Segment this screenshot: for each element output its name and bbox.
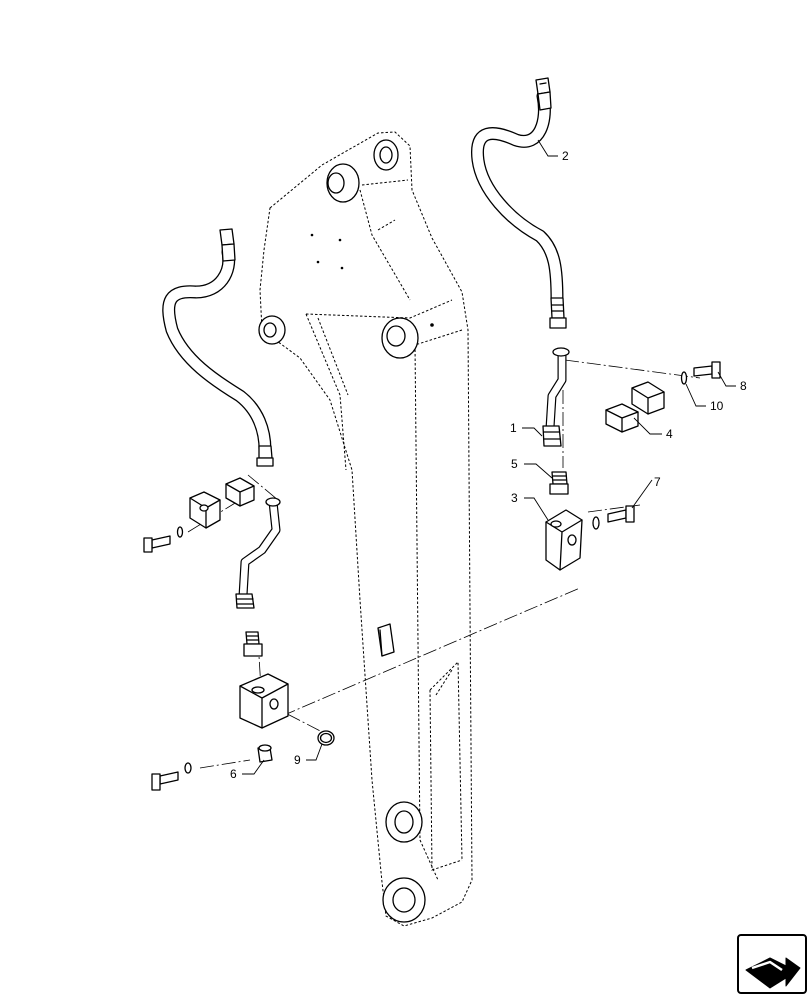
callout-8: 8 [740, 379, 747, 393]
hose-right [471, 77, 567, 329]
tube-left [235, 497, 281, 609]
boom-foot-pin-hole [258, 315, 286, 345]
boom-lower-pin-hole [385, 801, 423, 843]
next-page-arrow-icon[interactable] [737, 934, 807, 994]
bolt-left-lower [151, 762, 192, 791]
clamp-right [605, 381, 665, 433]
bolt-right-lower [592, 505, 635, 530]
clamp-left [189, 477, 255, 529]
block-left [239, 673, 289, 729]
adapter-fitting-right [549, 471, 569, 495]
bolt-right-upper [680, 361, 721, 385]
o-ring [317, 730, 335, 746]
alignment-lines [187, 359, 701, 769]
block-right [545, 509, 583, 571]
callout-6: 6 [230, 767, 237, 781]
callout-9: 9 [294, 753, 301, 767]
boom-end-pin-hole [382, 877, 426, 923]
callout-2: 2 [562, 149, 569, 163]
bolt-left-upper [143, 526, 184, 553]
adapter-fitting-left [243, 631, 263, 657]
callout-1: 1 [510, 421, 517, 435]
plug-fitting-left [257, 744, 273, 763]
callout-leaders [242, 139, 736, 775]
boom-top-pin-hole [373, 139, 399, 171]
callout-7: 7 [654, 475, 661, 489]
boom-cylinder-pin-hole [326, 163, 360, 203]
hose-left [162, 228, 274, 467]
callout-10: 10 [710, 399, 724, 413]
callout-4: 4 [666, 427, 673, 441]
callout-5: 5 [511, 457, 518, 471]
callout-3: 3 [511, 491, 518, 505]
tube-right [542, 347, 570, 447]
boom-arm [258, 131, 473, 927]
callout-labels: 1 2 3 4 5 6 7 8 9 10 [230, 149, 747, 781]
